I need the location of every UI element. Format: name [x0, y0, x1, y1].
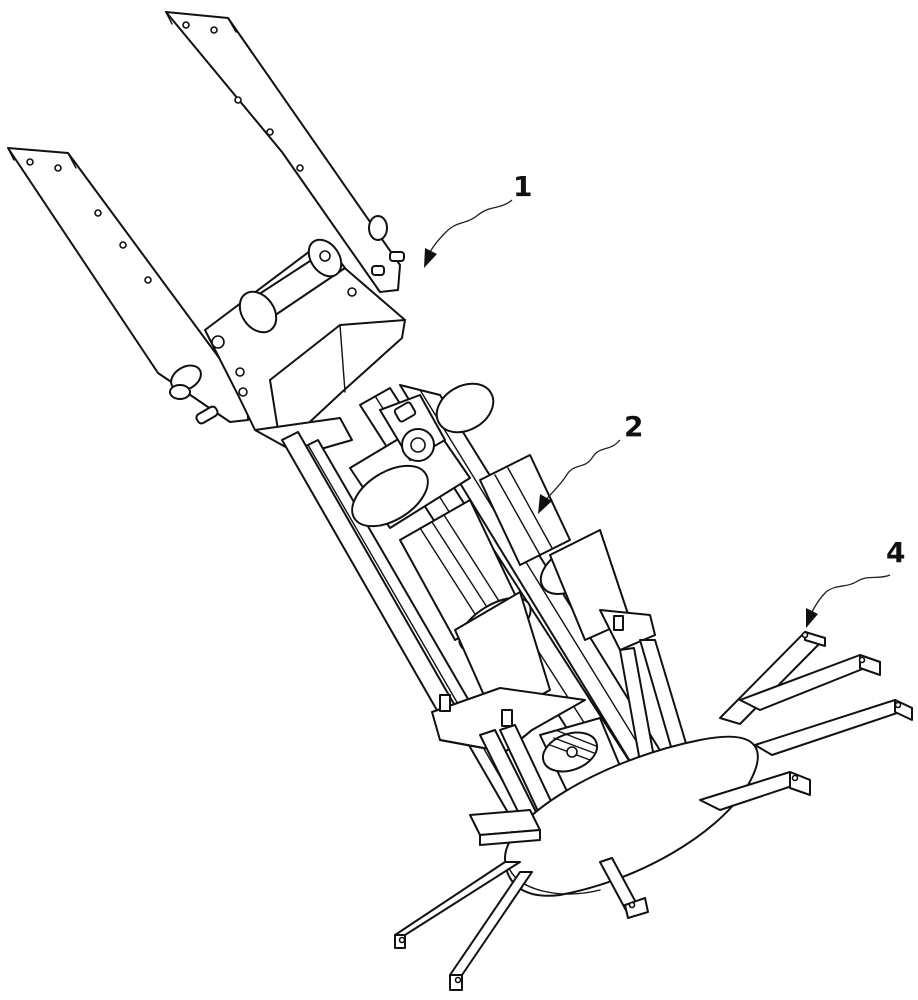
callout-leader-1	[424, 200, 512, 268]
callout-leader-4	[806, 575, 890, 628]
callout-label-4: 4	[886, 536, 905, 569]
callout-label-1: 1	[513, 170, 532, 203]
left-mounting-plate	[8, 148, 248, 422]
callout-label-2: 2	[624, 410, 643, 443]
right-mounting-plate	[166, 12, 400, 292]
